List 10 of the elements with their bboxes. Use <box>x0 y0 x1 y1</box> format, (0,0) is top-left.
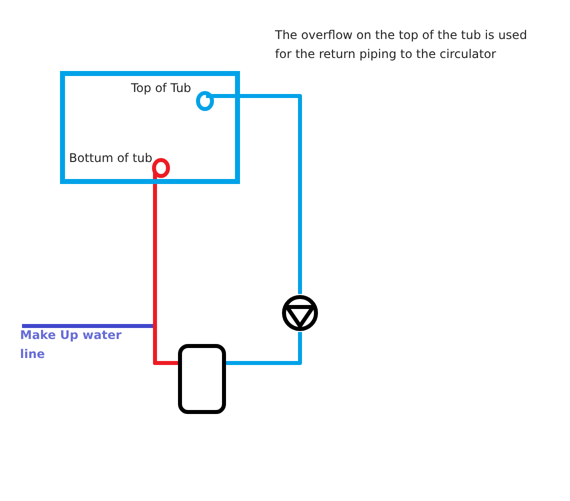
pipe-line <box>226 332 302 365</box>
pipe-line <box>153 172 178 365</box>
tub-outline <box>60 71 240 184</box>
port-label: Top of Tub <box>131 81 192 96</box>
pipe-line <box>206 94 302 294</box>
note-text: The overflow on the top of the tub is used for the return piping to the circulator <box>275 27 528 63</box>
line-label: Make Up water line <box>20 326 130 364</box>
heater-tank <box>178 344 226 414</box>
port-label: Bottum of tub <box>69 151 152 166</box>
pump-symbol <box>281 294 319 332</box>
